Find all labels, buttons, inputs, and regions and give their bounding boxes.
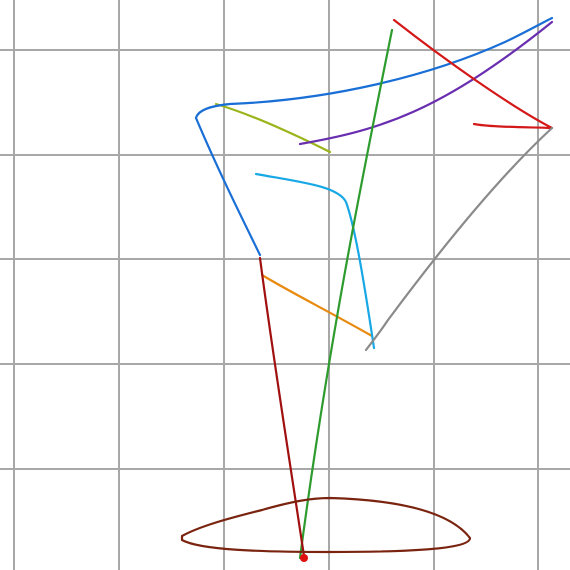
dark-red-curve [258,256,306,558]
cyan-curve [254,172,376,350]
curves [180,16,554,560]
brown-ellipse [180,496,472,554]
green-curve [298,28,394,560]
blue-curve [194,16,554,120]
red-point [300,554,308,562]
orange-curve [260,273,374,338]
yellow-green-curve [214,102,332,154]
red-curve [392,18,554,130]
blue-curve-left [194,116,262,257]
gray-curve [364,126,554,352]
purple-curve [298,20,554,146]
